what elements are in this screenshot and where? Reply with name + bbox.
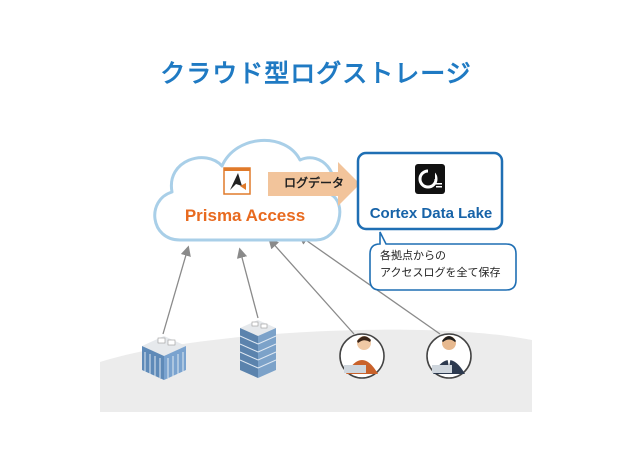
office-building-icon xyxy=(142,336,186,380)
diagram-title: クラウド型ログストレージ xyxy=(160,59,472,88)
note-line: アクセスログを全て保存 xyxy=(380,266,501,279)
connection-line xyxy=(268,238,355,335)
cortex-logo-icon xyxy=(415,164,445,194)
connection-line xyxy=(236,247,259,319)
remote-worker-icon xyxy=(426,333,472,379)
connection-line xyxy=(162,245,191,335)
ground-area xyxy=(100,329,532,412)
note-text: 各拠点からの アクセスログを全て保存 xyxy=(380,247,516,281)
note-callout xyxy=(369,231,517,291)
tower-building-icon xyxy=(239,320,277,378)
prisma-access-label: Prisma Access xyxy=(184,206,306,225)
remote-worker-icon xyxy=(339,333,385,379)
cortex-data-lake-label: Cortex Data Lake xyxy=(369,205,493,222)
log-flow-arrow xyxy=(268,162,360,206)
prisma-logo-icon xyxy=(223,167,251,195)
log-data-label: ログデータ xyxy=(283,176,344,190)
note-line: 各拠点からの xyxy=(380,249,446,262)
